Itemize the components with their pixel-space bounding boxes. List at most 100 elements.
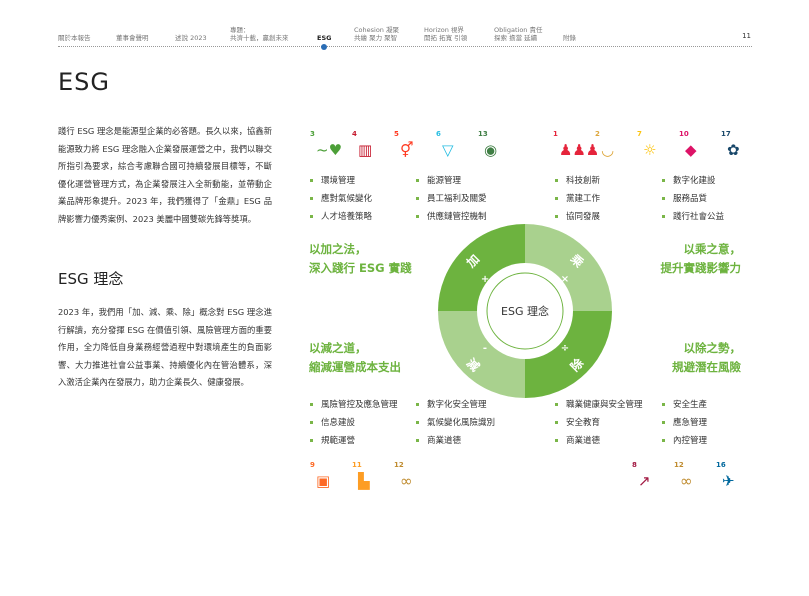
subtract-heading: 以減之道，縮減運營成本支出 bbox=[309, 341, 401, 374]
sdg-number: 4 bbox=[352, 130, 357, 138]
nav-item[interactable]: Obligation 責任 探索 擔當 延續 bbox=[494, 26, 543, 42]
sdg-icon: 5⚥ bbox=[394, 130, 424, 160]
sdg-icon: 11▙ bbox=[352, 461, 382, 491]
sdg-icon: 6▽ bbox=[436, 130, 466, 160]
sdg-glyph-icon: ◡ bbox=[601, 141, 615, 159]
divide-heading: 以除之勢，規避潛在風險 bbox=[672, 341, 741, 374]
sdg-glyph-icon: ◆ bbox=[685, 141, 697, 159]
sdg-glyph-icon: ▙ bbox=[358, 472, 370, 490]
center-label: ESG 理念 bbox=[501, 304, 549, 318]
sdg-icons-bottom-right: 8↗ 12 ∞ 16 ✈ bbox=[632, 461, 746, 491]
list-item: 安全生產 bbox=[662, 396, 707, 414]
list-item: 環境管理 bbox=[310, 172, 372, 190]
sdg-number: 3 bbox=[310, 130, 315, 138]
sdg-glyph-icon: ✿ bbox=[727, 141, 740, 159]
list-item: 規範運營 bbox=[310, 432, 398, 450]
sdg-icon: 13 ◉ bbox=[478, 130, 508, 160]
list-item: 氣候變化風險識別 bbox=[416, 414, 495, 432]
bullet-list: 安全生產應急管理內控管理 bbox=[662, 396, 707, 450]
sdg-icon: 3~♥ bbox=[310, 130, 343, 160]
list-item: 內控管理 bbox=[662, 432, 707, 450]
add-heading: 以加之法，深入踐行 ESG 實踐 bbox=[309, 242, 412, 275]
list-item: 商業道德 bbox=[555, 432, 643, 450]
concept-paragraph: 2023 年，我們用「加、減、乘、除」概念對 ESG 理念進行解讀，充分發揮 E… bbox=[58, 307, 272, 387]
nav-item[interactable]: 關於本報告 bbox=[58, 34, 91, 42]
sdg-icon: 4▥ bbox=[352, 130, 382, 160]
sdg-number: 17 bbox=[721, 130, 731, 138]
bullet-list: 科技創新黨建工作協同發展 bbox=[555, 172, 600, 226]
sdg-glyph-icon: ▽ bbox=[442, 141, 454, 159]
list-item: 安全教育 bbox=[555, 414, 643, 432]
sdg-icon: 17 ✿ bbox=[721, 130, 751, 160]
list-item: 科技創新 bbox=[555, 172, 600, 190]
sdg-glyph-icon: ∞ bbox=[680, 472, 693, 490]
sdg-glyph-icon: ◉ bbox=[484, 141, 498, 159]
sdg-icon: 12 ∞ bbox=[674, 461, 704, 491]
sdg-number: 12 bbox=[394, 461, 404, 469]
sdg-glyph-icon: ▥ bbox=[358, 141, 373, 159]
subtract-symbol: - bbox=[483, 343, 487, 354]
list-item: 職業健康與安全管理 bbox=[555, 396, 643, 414]
sdg-icons-top-left: 3~♥ 4▥ 5⚥ 6▽ 13 ◉ bbox=[310, 130, 508, 160]
list-item: 能源管理 bbox=[416, 172, 487, 190]
bullet-list: 能源管理員工福利及關愛供應鏈管控機制 bbox=[416, 172, 487, 226]
nav-item[interactable]: 附錄 bbox=[563, 34, 576, 42]
multiply-symbol: × bbox=[561, 274, 569, 285]
list-item: 應對氣候變化 bbox=[310, 190, 372, 208]
sdg-icon: 7☼ bbox=[637, 130, 667, 160]
nav-progress-line bbox=[58, 46, 752, 47]
sdg-glyph-icon: ∞ bbox=[400, 472, 413, 490]
list-item: 員工福利及關愛 bbox=[416, 190, 487, 208]
nav-item[interactable]: 專題： 共濟十載，贏創未來 bbox=[230, 26, 289, 42]
nav-item[interactable]: Cohesion 凝聚 共繪 聚力 聚智 bbox=[354, 26, 399, 42]
sdg-glyph-icon: ✈ bbox=[722, 472, 735, 490]
page-title: ESG bbox=[58, 68, 110, 96]
section-title: ESG 理念 bbox=[58, 270, 124, 288]
add-symbol: + bbox=[481, 274, 489, 285]
divide-symbol: ÷ bbox=[561, 343, 569, 354]
sdg-icons-top-right: 1♟♟♟2◡ 7☼ 10 ◆ 17 ✿ bbox=[553, 130, 751, 160]
sdg-icon: 1♟♟♟ bbox=[553, 130, 599, 160]
list-item: 黨建工作 bbox=[555, 190, 600, 208]
sdg-icon: 9▣ bbox=[310, 461, 340, 491]
list-item: 應急管理 bbox=[662, 414, 707, 432]
bullet-list: 數字化建設服務品質踐行社會公益 bbox=[662, 172, 724, 226]
bullet-list: 職業健康與安全管理安全教育商業道德 bbox=[555, 396, 643, 450]
list-item: 人才培養策略 bbox=[310, 208, 372, 226]
sdg-icons-bottom-left: 9▣ 11▙ 12 ∞ bbox=[310, 461, 424, 491]
bullet-list: 數字化安全管理氣候變化風險識別商業道德 bbox=[416, 396, 495, 450]
sdg-number: 13 bbox=[478, 130, 488, 138]
sdg-number: 7 bbox=[637, 130, 642, 138]
nav-item[interactable]: 述說 2023 bbox=[175, 34, 207, 42]
sdg-number: 6 bbox=[436, 130, 441, 138]
list-item: 風險管控及應急管理 bbox=[310, 396, 398, 414]
nav-item[interactable]: 董事會聲明 bbox=[116, 34, 149, 42]
sdg-glyph-icon: ▣ bbox=[316, 472, 331, 490]
list-item: 信息建設 bbox=[310, 414, 398, 432]
list-item: 服務品質 bbox=[662, 190, 724, 208]
list-item: 商業道德 bbox=[416, 432, 495, 450]
sdg-glyph-icon: ↗ bbox=[638, 472, 651, 490]
nav-item-active[interactable]: ESG bbox=[317, 34, 332, 42]
sdg-glyph-icon: ☼ bbox=[643, 141, 657, 159]
sdg-icon: 8↗ bbox=[632, 461, 662, 491]
sdg-number: 2 bbox=[595, 130, 600, 138]
sdg-number: 12 bbox=[674, 461, 684, 469]
sdg-glyph-icon: ⚥ bbox=[400, 141, 414, 159]
top-nav: 關於本報告 董事會聲明 述說 2023 專題： 共濟十載，贏創未來 ESG Co… bbox=[58, 22, 752, 42]
sdg-number: 10 bbox=[679, 130, 689, 138]
sdg-glyph-icon: ♟♟♟ bbox=[559, 141, 600, 159]
sdg-number: 16 bbox=[716, 461, 726, 469]
list-item: 協同發展 bbox=[555, 208, 600, 226]
sdg-number: 9 bbox=[310, 461, 315, 469]
bullet-list: 環境管理應對氣候變化人才培養策略 bbox=[310, 172, 372, 226]
nav-item[interactable]: Horizon 視界 開拓 拓寬 引領 bbox=[424, 26, 468, 42]
sdg-icon: 2◡ bbox=[595, 130, 625, 160]
list-item: 數字化建設 bbox=[662, 172, 724, 190]
list-item: 數字化安全管理 bbox=[416, 396, 495, 414]
sdg-number: 8 bbox=[632, 461, 637, 469]
sdg-glyph-icon: ~♥ bbox=[316, 141, 343, 159]
list-item: 供應鏈管控機制 bbox=[416, 208, 487, 226]
multiply-heading: 以乘之意，提升實踐影響力 bbox=[660, 242, 742, 275]
esg-concept-wheel: 加 + 乘 × 減 - 除 ÷ ESG 理念 bbox=[438, 224, 612, 398]
